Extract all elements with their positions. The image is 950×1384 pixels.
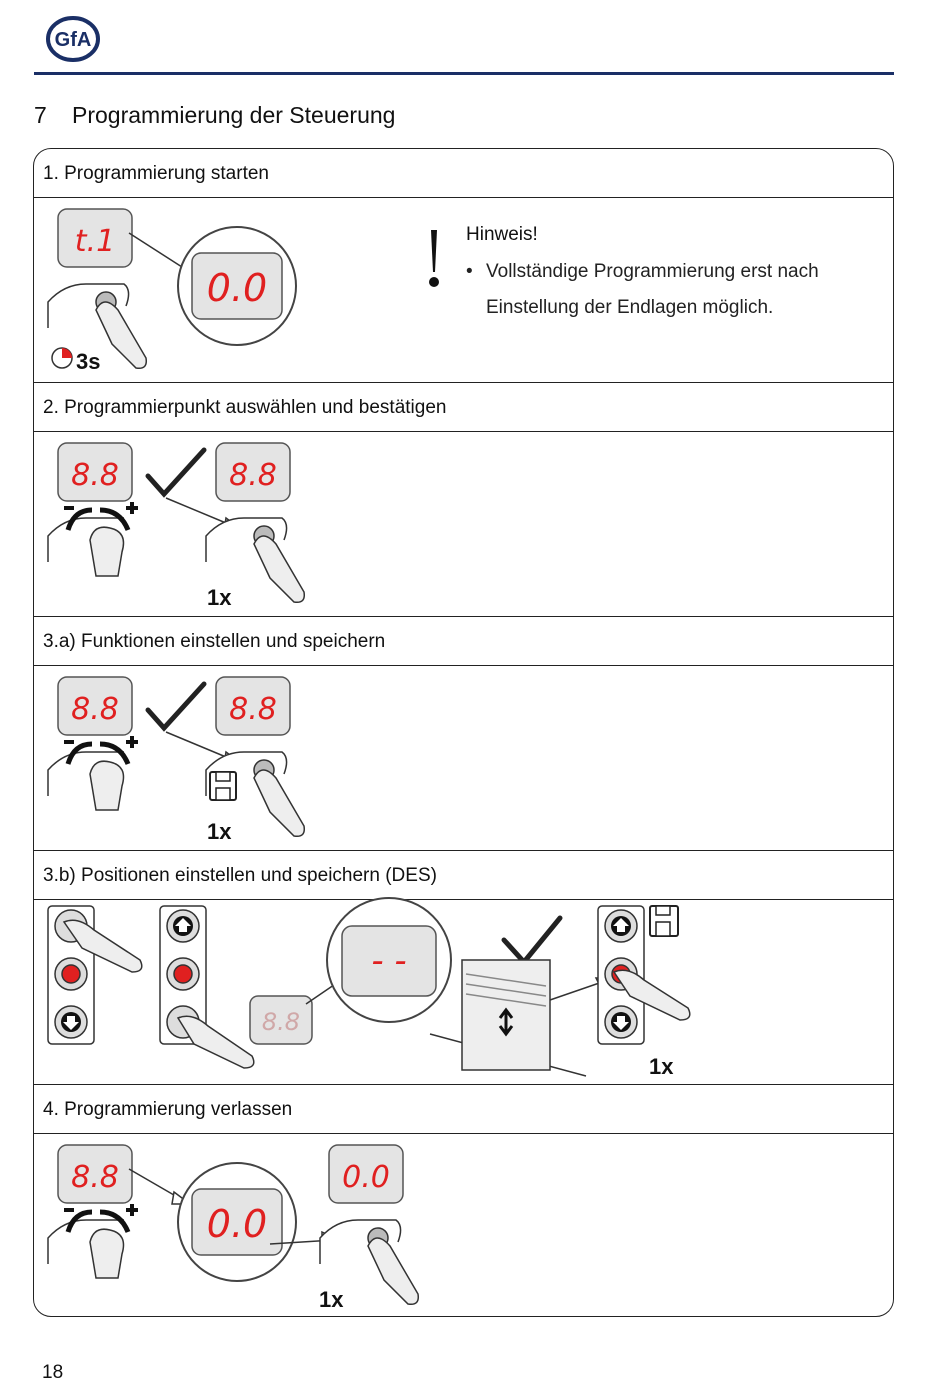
press-count: 1x [319,1287,344,1312]
page-title: 7 Programmierung der Steuerung [34,102,395,129]
finger-icon [95,301,148,370]
section-title: 3.b) Positionen einstellen und speichern… [34,851,893,900]
checkmark-icon [145,447,207,498]
button-panel [597,905,691,1045]
timer-fill [62,348,72,358]
press-count: 1x [207,585,232,610]
note-line-1: Vollständige Programmierung erst nach [486,261,819,282]
section-title: 3.a) Funktionen einstellen und speichern [34,617,893,666]
logo-text: GfA [55,29,92,51]
save-icon [649,905,679,937]
display-value: 8.8 [71,1160,119,1195]
chapter-number: 7 [34,102,47,128]
display-panel [328,1144,404,1204]
section-body: t.1 0.0 3s Hinweis! [34,198,893,383]
rotate-left-icon [65,1209,93,1233]
display-panel [57,1144,133,1204]
timer-label: 3s [76,349,101,374]
display-value: 0.0 [342,1160,390,1195]
button-panel [47,905,143,1045]
hand-icon [89,1228,125,1279]
hand-icon [89,526,125,577]
plus-icon [126,502,138,514]
display-zoom-value: 0.0 [207,266,267,310]
section-body: 8.8 8.8 1x [34,666,893,851]
note-text: • Vollständige Programmierung erst nach E… [466,254,819,326]
display-panel-zoom [191,1188,283,1256]
button-panel [159,905,255,1069]
save-icon [209,771,237,801]
bullet: • [466,261,473,282]
rotate-left-icon [65,741,93,765]
display-value: 8.8 [71,458,119,493]
header-rule [34,72,894,75]
display-value: 8.8 [71,692,119,727]
note-line-2: Einstellung der Endlagen möglich. [486,297,774,318]
display-panel-zoom [191,252,283,320]
finger-icon [253,769,306,838]
procedure-frame: 1. Programmierung starten t.1 0.0 [33,148,894,1317]
start-illustration: t.1 0.0 [47,208,297,370]
display-panel [215,442,291,502]
chapter-title: Programmierung der Steuerung [72,102,396,128]
press-count: 1x [207,819,232,844]
press-count: 1x [649,1054,674,1079]
display-zoom-value: 0.0 [207,1202,267,1246]
section-title: 1. Programmierung starten [34,149,893,198]
section-body: 8.8 0.0 0.0 1x [34,1134,893,1316]
section-body: 8.8 - - [34,897,893,1085]
gfa-logo: GfA [46,16,100,62]
finger-icon [62,919,143,973]
finger-icon [253,535,306,604]
door-icon [429,959,587,1077]
warning-icon [429,230,439,287]
rotate-right-icon [99,1209,131,1234]
finger-icon [176,1015,255,1069]
display-value: 8.8 [229,458,277,493]
section-title: 4. Programmierung verlassen [34,1085,893,1134]
display-panel [57,442,133,502]
display-panel [57,676,133,736]
finger-icon [367,1237,420,1306]
positions-illustration: 8.8 - - [47,897,691,1077]
page-number: 18 [42,1362,64,1383]
checkmark-icon [501,915,563,966]
rotate-right-icon [99,507,131,532]
display-panel-zoom [341,925,437,997]
display-zoom-value: - - [371,941,406,981]
hand-icon [89,760,125,811]
plus-icon [126,736,138,748]
display-panel [57,208,133,268]
select-illustration: 8.8 8.8 [47,442,306,604]
page-header: GfA [0,0,950,80]
functions-illustration: 8.8 8.8 [47,676,306,838]
rotate-left-icon [65,507,93,531]
display-panel [215,676,291,736]
display-panel [249,995,313,1045]
display-value: t.1 [75,224,115,259]
display-value: 8.8 [262,1008,300,1036]
section-title: 2. Programmierpunkt auswählen und bestät… [34,383,893,432]
exit-illustration: 8.8 0.0 0.0 [47,1144,420,1306]
finger-icon [612,969,691,1021]
note-title: Hinweis! [466,224,538,245]
checkmark-icon [145,681,207,732]
display-value: 8.8 [229,692,277,727]
section-body: 8.8 8.8 1x [34,432,893,617]
plus-icon [126,1204,138,1216]
rotate-right-icon [99,741,131,766]
